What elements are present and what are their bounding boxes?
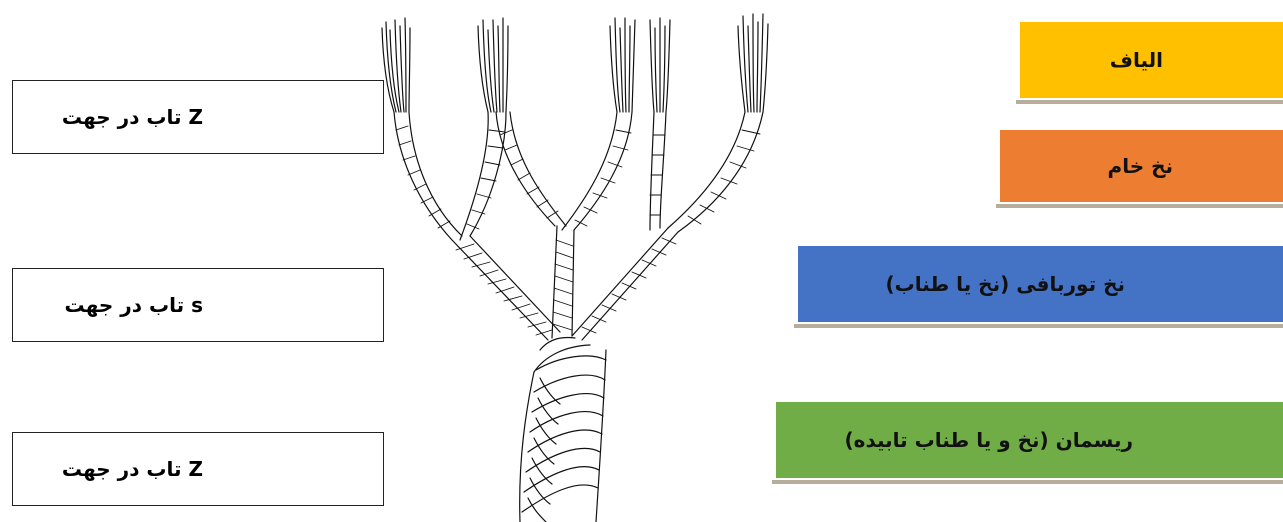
label-twist-s: تاب در جهت s <box>64 293 203 317</box>
yarn-strand <box>677 111 764 233</box>
fiber-bundle-5 <box>737 13 769 113</box>
yarn-strand <box>393 111 453 241</box>
yarn-strand <box>667 111 746 229</box>
label-twist-z-top: تاب در جهت Z <box>61 105 203 129</box>
net-twine-strand <box>469 235 561 333</box>
yarn-hatching <box>395 125 761 230</box>
box-shadow <box>772 480 1283 484</box>
label-box-twine: ریسمان (نخ و یا طناب تابیده) <box>772 402 1283 484</box>
fiber-bundle-2 <box>477 17 509 113</box>
box-shadow <box>1016 100 1283 104</box>
fiber-bundle-4 <box>649 17 671 113</box>
yarn-strand <box>408 111 463 237</box>
label-box-z-top: تاب در جهت Z <box>12 80 384 154</box>
label-raw-yarn: نخ خام <box>1107 154 1173 178</box>
fiber-bundle-3 <box>609 17 636 113</box>
yarn-strand <box>573 111 633 231</box>
yarn-strand <box>649 111 655 231</box>
rope-strand-wraps <box>521 355 607 522</box>
yarn-strand <box>509 111 567 227</box>
net-twine-strand <box>451 239 549 341</box>
rope-diagram <box>381 13 769 522</box>
rope-junction <box>539 336 576 351</box>
label-box-raw-yarn: نخ خام <box>996 130 1283 208</box>
yarn-strand <box>469 111 507 237</box>
label-fibers: الیاف <box>1109 48 1163 72</box>
label-net-yarn: نخ توربافی (نخ یا طناب) <box>885 272 1125 296</box>
rope-outline-right <box>595 349 607 522</box>
net-twine-strand <box>571 229 575 337</box>
label-twist-z-bottom: تاب در جهت Z <box>61 457 203 481</box>
yarn-strand <box>659 111 667 229</box>
label-box-net-yarn: نخ توربافی (نخ یا طناب) <box>794 246 1283 328</box>
rope-junction <box>533 344 591 373</box>
box-shadow <box>794 324 1283 328</box>
box-shadow <box>996 204 1283 208</box>
fiber-bundle-1 <box>381 17 411 113</box>
label-box-s: تاب در جهت s <box>12 268 384 342</box>
label-box-fibers: الیاف <box>1016 22 1283 104</box>
label-box-z-bottom: تاب در جهت Z <box>12 432 384 506</box>
rope-outline-left <box>519 371 535 522</box>
net-twine-strand <box>571 227 669 337</box>
net-twine-hatching <box>455 237 677 336</box>
label-twine: ریسمان (نخ و یا طناب تابیده) <box>844 428 1134 452</box>
yarn-strand <box>459 111 489 241</box>
net-twine-strand <box>551 225 558 339</box>
yarn-strand <box>495 111 556 227</box>
yarn-strand <box>561 111 618 231</box>
